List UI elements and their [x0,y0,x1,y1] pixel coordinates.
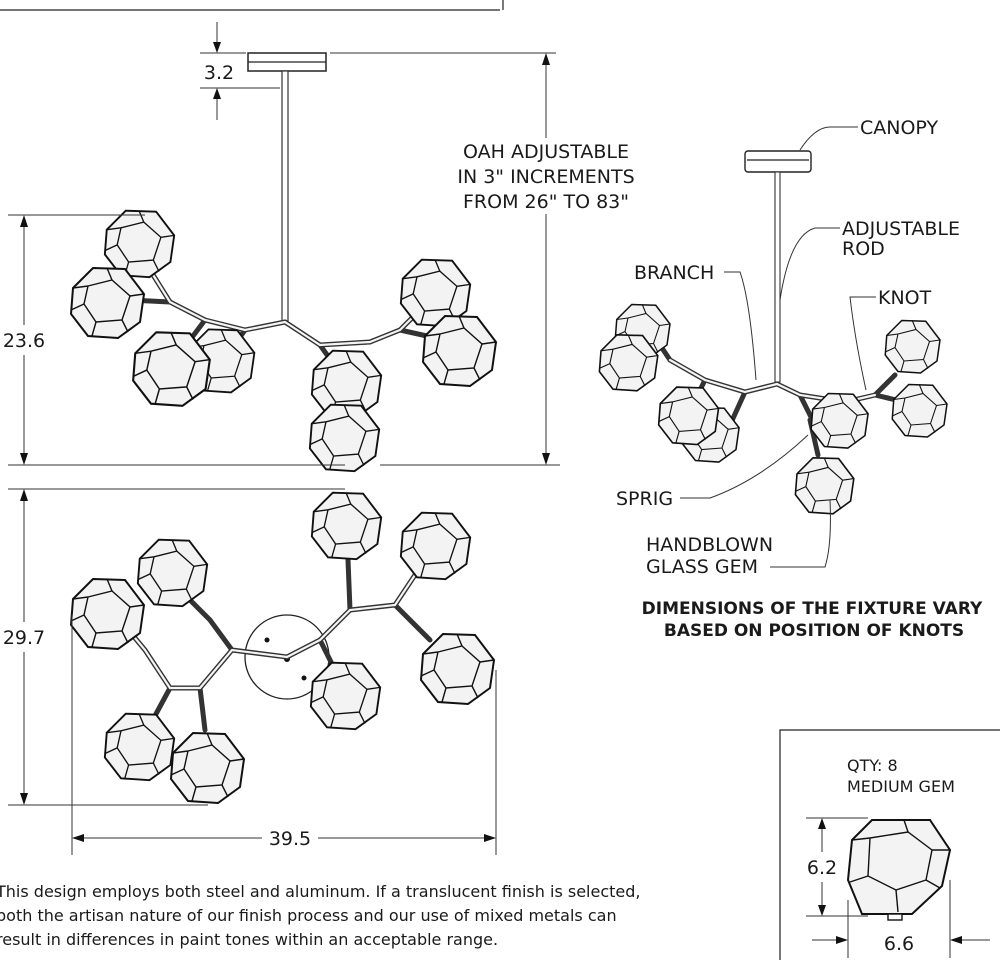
canopy-callout: CANOPY [860,117,938,139]
plan-depth-label: 29.7 [3,627,45,649]
parts-detail-view: CANOPY ADJUSTABLE ROD BRANCH KNOT SPRIG … [598,117,983,641]
fixture-height-label: 23.6 [3,330,45,352]
adjustable-rod-callout-line-1: ADJUSTABLE [842,218,960,240]
plan-arms [117,557,433,733]
gem [884,319,941,374]
gem-quantity: QTY: 8 [847,756,898,775]
gem-callout-line-2: GLASS GEM [646,556,758,578]
gem [422,315,497,387]
gem-width-label: 6.6 [884,933,914,955]
canopy-height-dimension: 3.2 [200,22,280,120]
finish-note-line-3: result in differences in paint tones wit… [0,930,498,949]
gem [103,712,176,782]
gem [70,578,145,650]
gem-callout-line-1: HANDBLOWN [646,534,773,556]
variance-note-line-1: DIMENSIONS OF THE FIXTURE VARY [642,599,983,619]
oah-note-line-2: IN 3" INCREMENTS [457,166,634,188]
plan-depth-dimension: 29.7 [3,488,345,806]
gem [794,456,855,515]
elevation-view: 3.2 OAH ADJUSTABLE IN 3" INCREMENTS FROM… [3,22,640,473]
rod [281,70,289,322]
fixture-height-dimension: 23.6 [3,214,345,466]
gem [170,732,245,804]
gem [136,538,209,608]
gem-width-dimension: 6.6 [812,880,990,958]
gem [308,403,381,473]
oah-dimension: OAH ADJUSTABLE IN 3" INCREMENTS FROM 26"… [330,52,640,466]
gem [309,661,382,731]
gem-type: MEDIUM GEM [847,777,955,796]
knot-callout: KNOT [878,287,932,309]
gem-detail-box: QTY: 8 MEDIUM GEM 6.2 [779,729,1000,960]
plan-width-label: 39.5 [269,828,311,850]
sprig-callout: SPRIG [616,488,673,510]
branch-callout: BRANCH [634,262,714,284]
finish-note-line-2: both the artisan nature of our finish pr… [0,906,617,925]
adjustable-rod-callout-line-2: ROD [842,238,885,260]
gem-height-label: 6.2 [807,857,837,879]
rod [774,171,781,383]
gem [132,331,211,407]
gem-height-dimension: 6.2 [806,817,868,917]
gem [70,267,145,339]
finish-note-line-1: This design employs both steel and alumi… [0,882,640,901]
gem [310,491,383,561]
gem [399,511,472,581]
gem [657,386,720,446]
finish-note: This design employs both steel and alumi… [0,882,640,949]
gem [891,383,948,438]
gem [598,333,659,392]
plan-view: 29.7 39.5 [3,488,497,855]
oah-note-line-3: FROM 26" TO 83" [463,191,629,213]
variance-note-line-2: BASED ON POSITION OF KNOTS [664,621,964,641]
plan-width-dimension: 39.5 [71,615,497,855]
canopy [744,150,812,173]
canopy-height-label: 3.2 [204,62,234,84]
gem [420,633,495,705]
oah-note-line-1: OAH ADJUSTABLE [463,141,629,163]
gem [103,209,176,279]
medium-gem [846,819,952,921]
gem [810,392,869,449]
